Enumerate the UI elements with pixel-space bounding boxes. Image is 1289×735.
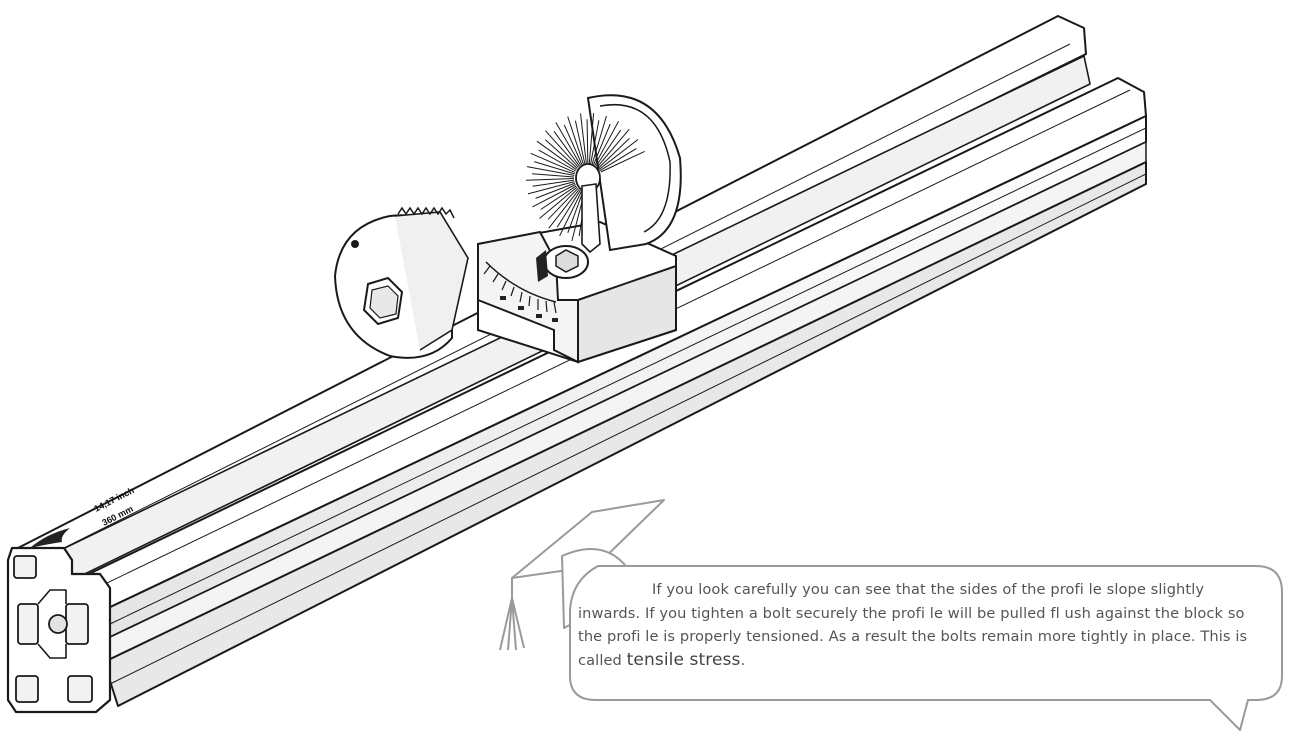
gear-tooth xyxy=(538,149,576,172)
gear-tooth xyxy=(553,131,580,167)
gear-tooth xyxy=(595,129,622,167)
gear-tooth xyxy=(535,182,576,199)
gear-tooth xyxy=(567,116,584,165)
gear-tooth xyxy=(598,138,630,169)
gear-tooth xyxy=(540,185,577,210)
gear-tooth xyxy=(548,189,580,229)
gear-tooth xyxy=(594,121,619,166)
profile-front-face-lower xyxy=(103,161,1147,707)
angle-scale xyxy=(483,265,558,322)
profile-logo-mark xyxy=(30,528,70,548)
explanation-paragraph: If you look carefully you can see that t… xyxy=(578,578,1268,672)
gear-tooth xyxy=(536,140,577,171)
gear-tooth xyxy=(588,113,595,164)
explanation-end: . xyxy=(740,651,746,669)
gear-tooth xyxy=(586,119,589,164)
gear-tooth xyxy=(527,181,575,195)
gear-tooth xyxy=(526,166,575,176)
gear-tooth xyxy=(596,128,630,168)
gear-tooth xyxy=(525,178,575,181)
gear-tooth xyxy=(545,139,578,169)
gear-tooth xyxy=(563,124,583,165)
gear-hub-left xyxy=(333,206,469,359)
speech-bubble xyxy=(569,565,1283,732)
gear-tooth xyxy=(532,179,575,187)
hex-bolt xyxy=(536,245,589,282)
gear-tooth xyxy=(532,173,575,178)
gear-tooth xyxy=(555,122,582,166)
gear-tooth xyxy=(598,139,639,170)
gear-tooth xyxy=(567,191,584,233)
gear-tooth xyxy=(545,130,579,168)
gear-tooth xyxy=(574,120,586,164)
gear-tooth xyxy=(547,187,579,220)
profile-end-cross-section xyxy=(6,546,112,714)
gear-tooth xyxy=(599,148,637,172)
gear-tooth xyxy=(539,186,578,219)
gear-teeth xyxy=(525,113,645,242)
gear-tooth xyxy=(532,184,576,208)
gear-tooth xyxy=(591,115,607,165)
explanation-body: If you look carefully you can see that t… xyxy=(578,581,1248,669)
gear-tooth xyxy=(593,123,611,165)
gear-tooth xyxy=(600,150,645,173)
explanation-text: If you look carefully you can see that t… xyxy=(578,578,1268,672)
gear-tooth xyxy=(530,152,576,173)
explanation-term: tensile stress xyxy=(626,649,741,670)
gear-tooth xyxy=(534,161,575,175)
gear-tooth xyxy=(559,190,583,237)
gear-tooth xyxy=(580,113,587,164)
angle-block xyxy=(477,220,677,364)
gear-wheel xyxy=(525,94,682,254)
gear-tooth xyxy=(556,190,581,228)
gear-tooth xyxy=(590,120,600,164)
